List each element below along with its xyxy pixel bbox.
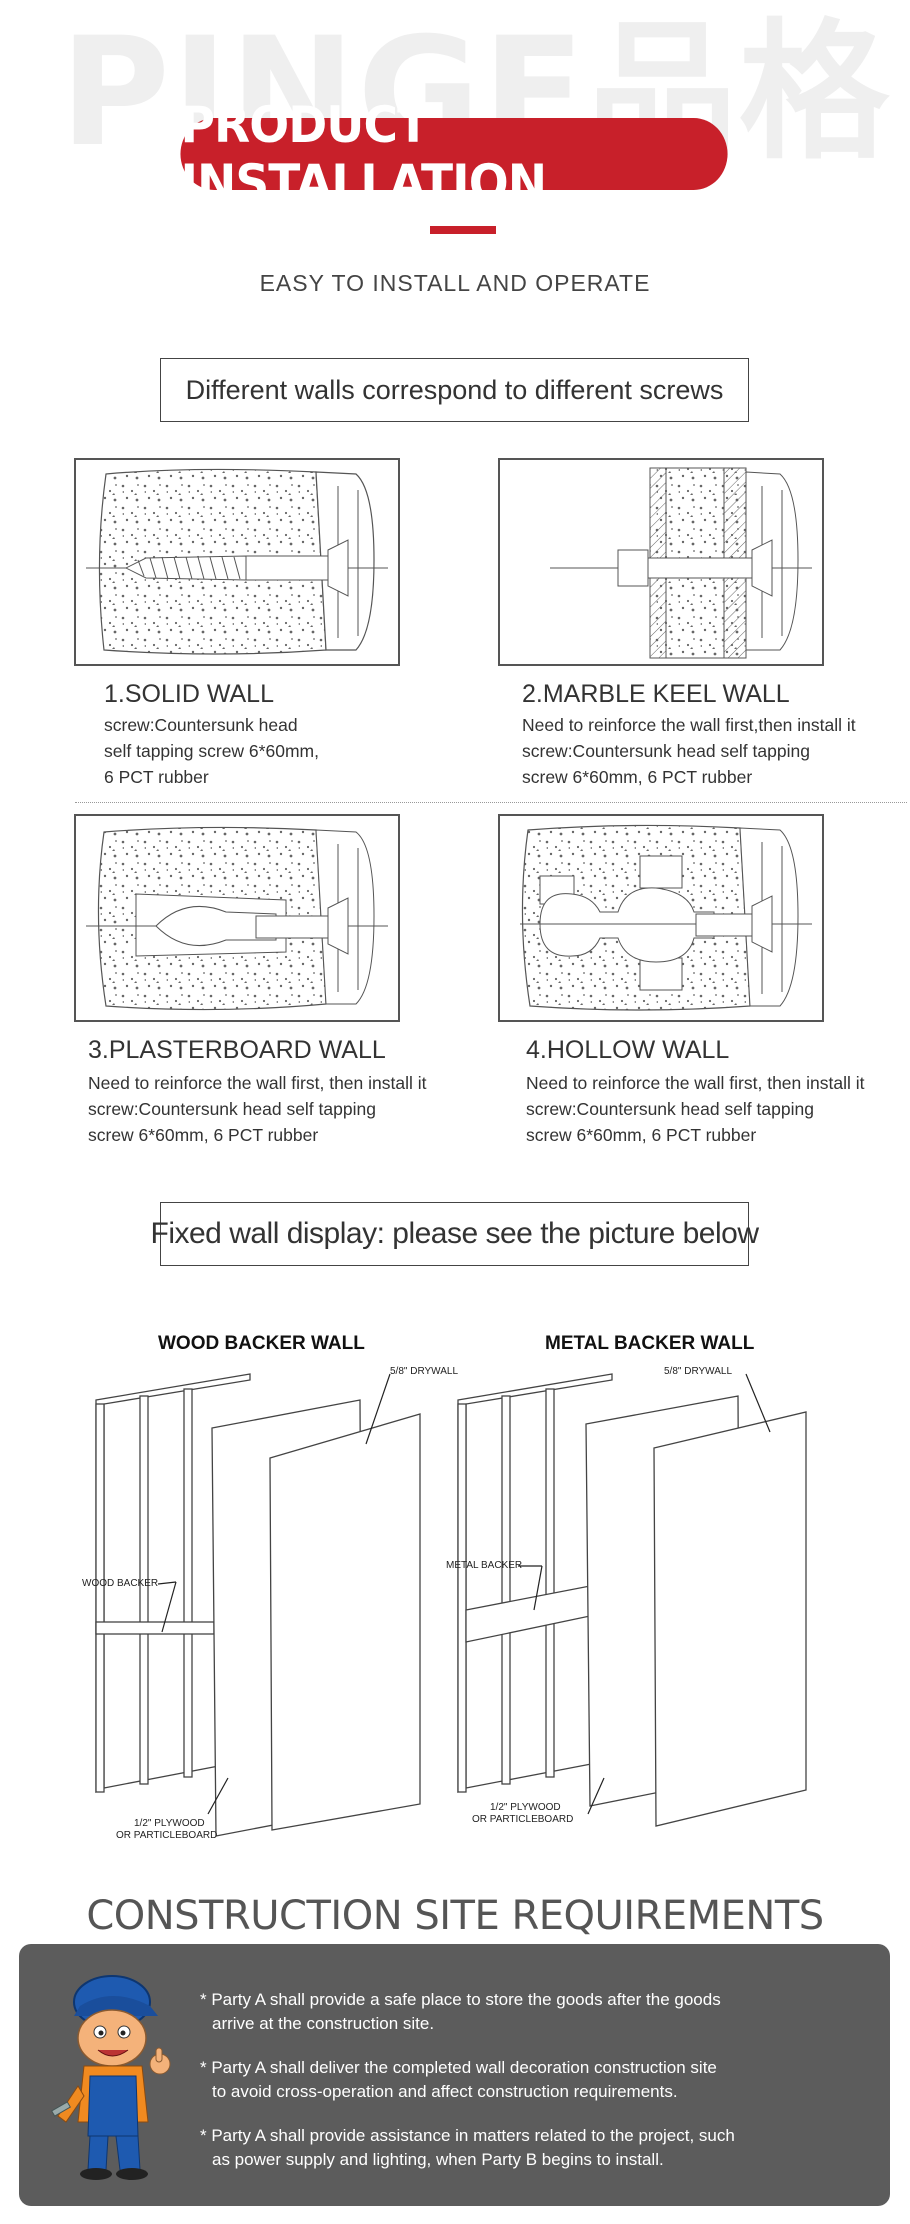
wall-title: 1.SOLID WALL bbox=[104, 680, 274, 708]
marble-keel-wall-diagram bbox=[498, 458, 824, 666]
solid-wall-diagram bbox=[74, 458, 400, 666]
plywood-label: 1/2" PLYWOOD bbox=[134, 1818, 205, 1829]
wall-desc-line: Need to reinforce the wall first, then i… bbox=[88, 1073, 427, 1093]
requirement-item: * Party A shall provide assistance in ma… bbox=[200, 2124, 735, 2172]
requirements-panel bbox=[19, 1944, 890, 2206]
requirements-heading: CONSTRUCTION SITE REQUIREMENTS bbox=[86, 1893, 824, 1939]
wall-desc-line: 6 PCT rubber bbox=[104, 767, 209, 787]
fixed-wall-illustration bbox=[95, 1373, 807, 1837]
requirement-line: to avoid cross-operation and affect cons… bbox=[212, 2082, 678, 2101]
marble-keel-illustration bbox=[550, 467, 812, 659]
solid-wall-illustration bbox=[86, 468, 388, 655]
wall-title: 4.HOLLOW WALL bbox=[526, 1036, 730, 1064]
wall-desc-line: self tapping screw 6*60mm, bbox=[104, 741, 319, 761]
wall-title: 2.MARBLE KEEL WALL bbox=[522, 680, 790, 708]
wall-desc-line: screw 6*60mm, 6 PCT rubber bbox=[526, 1125, 757, 1145]
page-title: PRODUCT INSTALLATION bbox=[180, 96, 728, 212]
backer-label: WOOD BACKER bbox=[82, 1578, 159, 1589]
drywall-label: 5/8" DRYWALL bbox=[664, 1366, 733, 1377]
requirement-line: as power supply and lighting, when Party… bbox=[212, 2150, 664, 2169]
wall-desc-line: screw:Countersunk head self tapping bbox=[526, 1099, 814, 1119]
wall-desc-line: screw 6*60mm, 6 PCT rubber bbox=[88, 1125, 319, 1145]
plywood-label: OR PARTICLEBOARD bbox=[472, 1814, 574, 1825]
fixed-section-heading: Fixed wall display: please see the pictu… bbox=[151, 1202, 759, 1266]
accent-divider bbox=[430, 226, 496, 234]
wall-desc-line: screw 6*60mm, 6 PCT rubber bbox=[522, 767, 753, 787]
walls-section-heading: Different walls correspond to different … bbox=[160, 358, 749, 422]
plasterboard-illustration bbox=[86, 826, 388, 1011]
hollow-wall-illustration bbox=[520, 824, 812, 1011]
section-divider bbox=[75, 802, 907, 803]
requirement-line: * Party A shall deliver the completed wa… bbox=[200, 2058, 717, 2077]
wall-desc-line: screw:Countersunk head self tapping bbox=[88, 1099, 376, 1119]
drywall-label: 5/8" DRYWALL bbox=[390, 1366, 459, 1377]
plywood-label: 1/2" PLYWOOD bbox=[490, 1802, 561, 1813]
requirement-line: arrive at the construction site. bbox=[212, 2014, 435, 2033]
wall-desc-line: screw:Countersunk head self tapping bbox=[522, 741, 810, 761]
requirement-line: * Party A shall provide assistance in ma… bbox=[200, 2126, 735, 2145]
requirement-line: * Party A shall provide a safe place to … bbox=[200, 1990, 721, 2009]
requirement-item: * Party A shall deliver the completed wa… bbox=[200, 2056, 717, 2104]
worker-mascot-icon bbox=[51, 1975, 171, 2180]
hollow-wall-diagram bbox=[498, 814, 824, 1022]
page-subtitle: EASY TO INSTALL AND OPERATE bbox=[259, 270, 651, 296]
backer-label: METAL BACKER bbox=[446, 1560, 523, 1571]
plasterboard-wall-diagram bbox=[74, 814, 400, 1022]
requirement-item: * Party A shall provide a safe place to … bbox=[200, 1988, 721, 2036]
wall-title: 3.PLASTERBOARD WALL bbox=[88, 1036, 386, 1064]
plywood-label: OR PARTICLEBOARD bbox=[116, 1830, 218, 1841]
wood-backer-title: WOOD BACKER WALL bbox=[158, 1333, 365, 1354]
wall-desc-line: screw:Countersunk head bbox=[104, 715, 298, 735]
wall-desc-line: Need to reinforce the wall first,then in… bbox=[522, 715, 856, 735]
metal-backer-title: METAL BACKER WALL bbox=[545, 1333, 755, 1354]
wall-desc-line: Need to reinforce the wall first, then i… bbox=[526, 1073, 865, 1093]
